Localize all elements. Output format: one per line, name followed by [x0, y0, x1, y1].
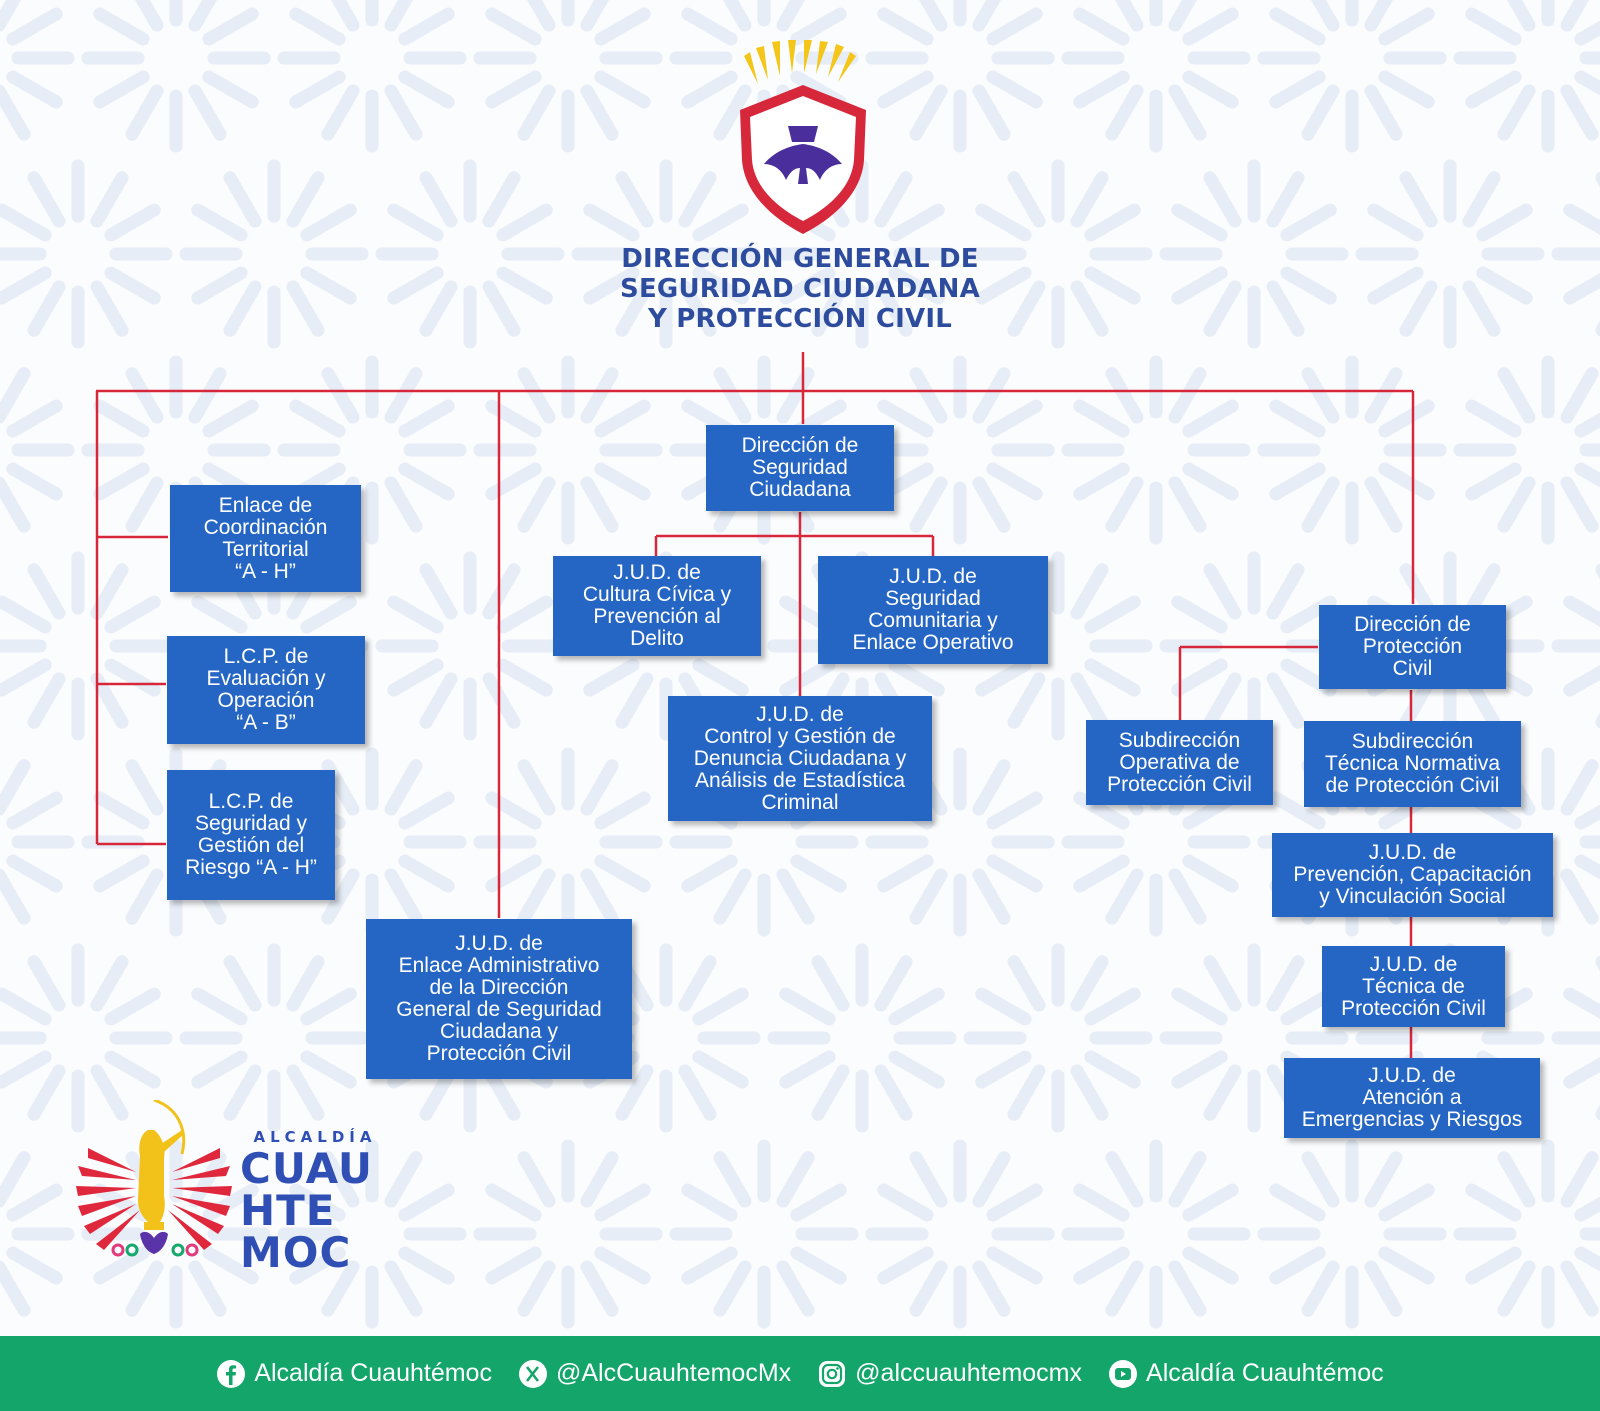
box-direccion-seguridad-ciudadana: Dirección de Seguridad Ciudadana	[706, 425, 894, 511]
pattern-fan	[963, 159, 1153, 349]
instagram-icon	[819, 1360, 846, 1387]
box-jud-control-gestion: J.U.D. de Control y Gestión de Denuncia …	[668, 696, 932, 821]
pattern-fan	[0, 759, 75, 925]
youtube-label: Alcaldía Cuauhtémoc	[1146, 1359, 1384, 1387]
youtube-link[interactable]: Alcaldía Cuauhtémoc	[1108, 1359, 1384, 1389]
pattern-fan	[865, 0, 1055, 153]
pattern-fan	[0, 159, 173, 349]
facebook-label: Alcaldía Cuauhtémoc	[254, 1359, 492, 1387]
box-jud-enlace-administrativo: J.U.D. de Enlace Administrativo de la Di…	[366, 919, 632, 1079]
box-subdireccion-operativa: Subdirección Operativa de Protección Civ…	[1086, 720, 1273, 805]
box-direccion-proteccion-civil: Dirección de Protección Civil	[1319, 605, 1506, 689]
pattern-fan	[1257, 355, 1447, 545]
pattern-fan	[0, 1151, 75, 1317]
logo-line-1: CUAU	[240, 1144, 373, 1193]
page-title: DIRECCIÓN GENERAL DE SEGURIDAD CIUDADANA…	[620, 244, 980, 334]
social-footer: Alcaldía Cuauhtémoc @AlcCuauhtemocMx @al…	[0, 1336, 1600, 1411]
pattern-fan	[277, 1139, 467, 1329]
box-jud-prevencion-capacitacion: J.U.D. de Prevención, Capacitación y Vin…	[1272, 833, 1553, 917]
pattern-fan	[179, 159, 369, 349]
logo-alcaldia-label: ALCALDÍA	[253, 1128, 377, 1146]
pattern-fan	[277, 355, 467, 545]
box-subdireccion-tecnica-normativa: Subdirección Técnica Normativa de Protec…	[1304, 721, 1521, 807]
pattern-fan	[1453, 355, 1600, 545]
pattern-fan	[0, 367, 75, 533]
pattern-fan	[473, 0, 663, 153]
box-jud-tecnica-proteccion: J.U.D. de Técnica de Protección Civil	[1322, 946, 1505, 1027]
pattern-fan	[473, 355, 663, 545]
pattern-fan	[473, 1139, 663, 1329]
pattern-fan	[1257, 1139, 1447, 1329]
alcaldia-emblem-icon	[76, 1100, 232, 1257]
pattern-fan	[1159, 159, 1349, 349]
facebook-icon	[217, 1359, 246, 1388]
box-enlace-coordinacion-territorial: Enlace de Coordinación Territorial “A - …	[170, 485, 361, 592]
logo-line-3: MOC	[240, 1228, 352, 1277]
instagram-link[interactable]: @alccuauhtemocmx	[817, 1359, 1082, 1389]
x-label: @AlcCuauhtemocMx	[555, 1359, 792, 1387]
pattern-fan	[571, 159, 761, 349]
pattern-fan	[963, 943, 1153, 1133]
pattern-fan	[1257, 0, 1447, 153]
box-lcp-seguridad-riesgo: L.C.P. de Seguridad y Gestión del Riesgo…	[167, 770, 335, 900]
youtube-icon	[1109, 1359, 1138, 1388]
pattern-fan	[81, 355, 271, 545]
pattern-fan	[669, 1139, 859, 1329]
pattern-fan	[1061, 0, 1251, 153]
x-link[interactable]: @AlcCuauhtemocMx	[518, 1359, 791, 1389]
instagram-label: @alccuauhtemocmx	[855, 1359, 1083, 1387]
background-pattern	[0, 0, 1600, 1329]
pattern-fan	[1453, 0, 1600, 153]
pattern-fan	[0, 943, 173, 1133]
alcaldia-logo-text: ALCALDÍA CUAU HTE MOC	[240, 1128, 390, 1274]
pattern-fan	[1355, 159, 1545, 349]
logo-line-2: HTE	[240, 1186, 336, 1235]
pattern-fan	[81, 0, 271, 153]
pattern-fan	[865, 1139, 1055, 1329]
box-jud-cultura-civica: J.U.D. de Cultura Cívica y Prevención al…	[553, 556, 761, 656]
pattern-fan	[375, 551, 565, 741]
pattern-fan	[1061, 355, 1251, 545]
pattern-fan	[179, 943, 369, 1133]
facebook-link[interactable]: Alcaldía Cuauhtémoc	[216, 1359, 492, 1389]
pattern-fan	[375, 159, 565, 349]
pattern-fan	[1453, 1139, 1600, 1329]
pattern-fan	[0, 551, 173, 741]
pattern-fan	[0, 0, 75, 141]
shield-emblem-icon	[740, 40, 866, 234]
box-jud-seguridad-comunitaria: J.U.D. de Seguridad Comunitaria y Enlace…	[818, 556, 1048, 664]
x-icon	[518, 1359, 547, 1388]
connector-lines	[95, 352, 1415, 1058]
pattern-fan	[277, 0, 467, 153]
box-lcp-evaluacion-operacion: L.C.P. de Evaluación y Operación “A - B”	[167, 636, 365, 744]
pattern-fan	[767, 943, 957, 1133]
pattern-fan	[1061, 1139, 1251, 1329]
box-jud-atencion-emergencias: J.U.D. de Atención a Emergencias y Riesg…	[1284, 1058, 1540, 1138]
